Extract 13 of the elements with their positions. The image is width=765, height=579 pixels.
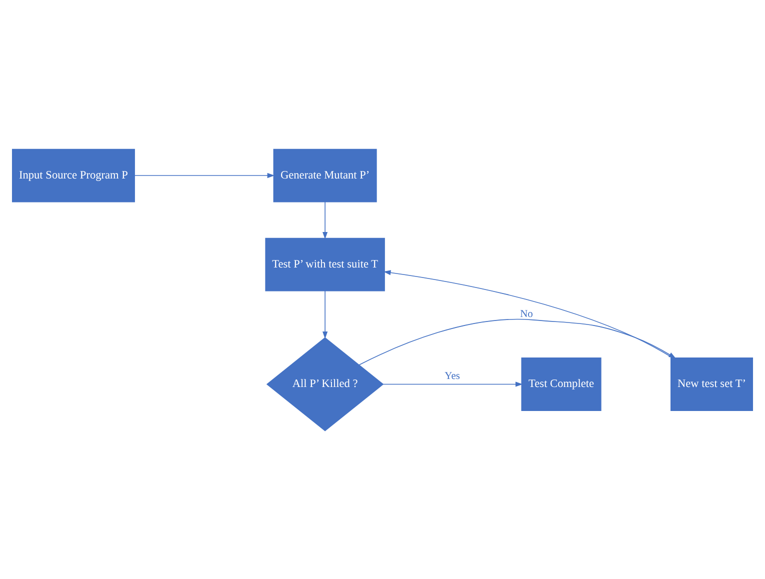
node-box: Test P’ with test suite T — [265, 237, 385, 291]
arrow — [383, 270, 674, 358]
arrow — [134, 172, 275, 178]
node-box: Test Complete — [521, 357, 602, 410]
node-box: Input Source Program P — [12, 148, 135, 202]
node-box: Generate Mutant P’ — [273, 148, 377, 202]
node-diamond: All P’ Killed ? — [266, 336, 384, 431]
node-box: New test set T’ — [670, 357, 754, 410]
arrow — [382, 381, 523, 386]
edge-label: Yes — [444, 370, 460, 382]
arrow — [322, 290, 328, 338]
arrow — [322, 200, 328, 239]
edge-label: No — [520, 308, 533, 320]
